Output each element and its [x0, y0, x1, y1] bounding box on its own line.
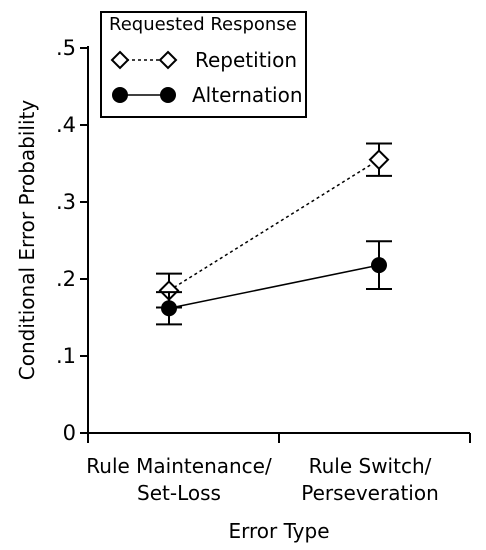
legend: Requested Response Repetition Alternatio…	[100, 11, 307, 118]
legend-marker-alternation	[112, 87, 128, 103]
x-axis-title: Error Type	[228, 519, 329, 543]
y-axis-title: Conditional Error Probability	[15, 100, 39, 381]
x-tick-label: Rule Switch/Perseveration	[301, 454, 439, 505]
y-tick-label: 0	[63, 421, 76, 445]
series-layer	[156, 142, 392, 326]
y-tick-label: .5	[56, 36, 76, 60]
legend-marker-alternation	[160, 87, 176, 103]
series-line-repetition	[168, 159, 380, 292]
y-tick-label: .2	[56, 267, 76, 291]
legend-marker-repetition	[158, 50, 178, 70]
legend-box	[100, 11, 307, 118]
y-tick-label: .3	[56, 190, 76, 214]
y-tick-label: .1	[56, 344, 76, 368]
data-point-alternation	[161, 300, 177, 317]
data-point-alternation	[371, 257, 387, 274]
y-tick-label: .4	[56, 113, 76, 137]
legend-label-repetition: Repetition	[195, 48, 297, 72]
legend-label-alternation: Alternation	[192, 83, 303, 107]
x-tick-label: Rule Maintenance/Set-Loss	[86, 454, 272, 505]
data-point-repetition	[368, 149, 390, 171]
series-line-alternation	[168, 264, 380, 309]
legend-title: Requested Response	[109, 14, 297, 35]
legend-marker-repetition	[110, 50, 130, 70]
